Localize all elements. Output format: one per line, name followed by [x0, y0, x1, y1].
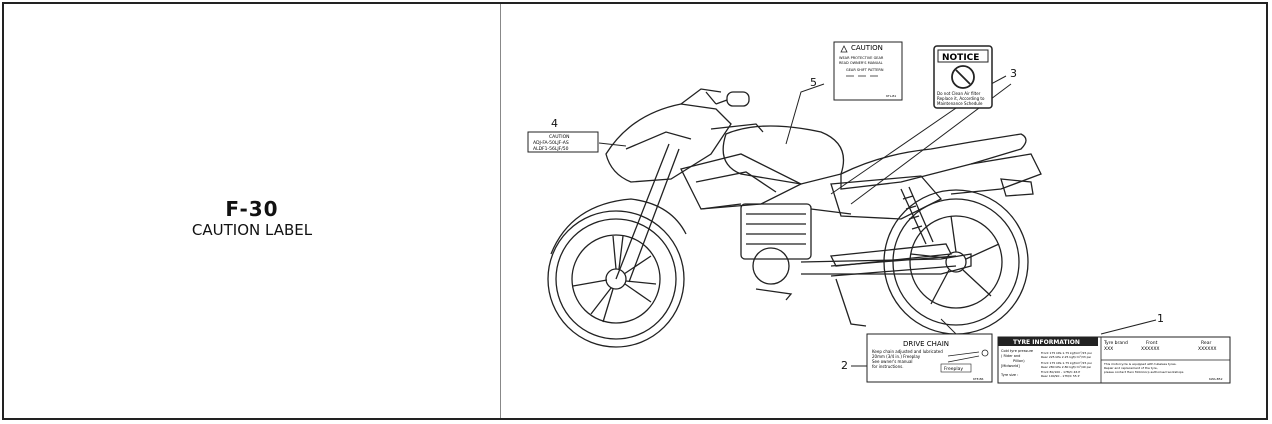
- leader-lines: [598, 75, 1157, 367]
- callout-5: 5: [810, 76, 817, 89]
- tyre-front-label: Front: [1146, 340, 1158, 346]
- tyre-brand-label: Tyre brand: [1103, 340, 1128, 346]
- tyre-code: KWA-B52: [1209, 377, 1223, 381]
- notice-text1: Do not Clean Air filter: [937, 91, 981, 96]
- figure-title: CAUTION LABEL: [191, 221, 313, 239]
- tyre-midworld: [Midworld]: [1001, 364, 1020, 368]
- tyre-brand: XXX: [1104, 346, 1113, 352]
- tyre-rear-psi: Rear 225 kPa 2.25 kgf/cm²/33 psi: [1041, 355, 1091, 359]
- figure-caption-panel: F-30 CAUTION LABEL: [4, 4, 501, 418]
- callout-1: 1: [1157, 312, 1164, 325]
- notice-header: NOTICE: [942, 53, 979, 63]
- prohibition-icon: [951, 65, 975, 89]
- caution-line2: READ OWNER'S MANUAL: [839, 61, 883, 65]
- chain-icon: [947, 351, 980, 363]
- drive-chain-line3: See owner's manual: [872, 359, 913, 364]
- gear-shift-pattern: GEAR SHIFT PATTERN: [846, 68, 884, 72]
- tyre-rear-psi2: Rear 280 kPa 2.80 kgf/cm²/40 psi: [1041, 365, 1091, 369]
- caution-code: 6TL-B1: [886, 94, 896, 98]
- callout-2: 2: [841, 359, 848, 372]
- callout-3: 3: [1010, 67, 1017, 80]
- callout-4: 4: [551, 117, 558, 130]
- freeplay-label: Freeplay: [944, 366, 963, 372]
- fork-line1: CAUTION: [549, 134, 570, 140]
- tyre-cold: Cold tyre pressure: [1001, 349, 1033, 353]
- drive-chain-label: DRIVE CHAIN Keep chain adjusted and lubr…: [866, 333, 993, 383]
- caution-label: CAUTION WEAR PROTECTIVE GEAR READ OWNER'…: [833, 41, 903, 101]
- tyre-rear-size: Rear 100/90 - 17M/C 55 P: [1041, 374, 1080, 378]
- tyre-title: TYRE INFORMATION: [1013, 339, 1080, 346]
- tyre-pillion: Pillion): [1013, 359, 1025, 363]
- fork-line2: ADJ-FA-50LJF-AS: [533, 140, 569, 146]
- motorcycle-drawing: [547, 88, 1042, 348]
- tyre-note2: Repair and replacement of the tyre,: [1104, 366, 1158, 370]
- fork-caution-label: CAUTION ADJ-FA-50LJF-AS ALDF1-56LJF/50: [527, 131, 599, 153]
- tyre-note3: please contact Hero MotoCorp authorised …: [1104, 370, 1184, 374]
- notice-text3: Maintenance Schedule: [937, 101, 983, 106]
- notice-text2: Replace it, According to: [937, 96, 985, 101]
- motorcycle-diagram: 1 2 3 4 5 CAUTION WEAR PROTECTIVE GEAR R…: [527, 41, 1231, 384]
- tyre-rider: ( Rider and: [1001, 354, 1020, 358]
- drive-chain-line2: 20mm (3/4 in.) Freeplay: [872, 354, 921, 359]
- tyre-rear: XXXXXX: [1198, 346, 1217, 352]
- notice-label: NOTICE Do not Clean Air filter Replace i…: [933, 45, 993, 109]
- drive-chain-code: KTE-B6: [973, 377, 983, 381]
- tyre-note1: This motorcycle is equipped with tubeles…: [1103, 362, 1177, 366]
- figure-id: F-30: [225, 197, 279, 221]
- tyre-front-psi: Front 175 kPa 1.75 kgf/cm²/25 psi: [1041, 351, 1092, 355]
- caution-line1: WEAR PROTECTIVE GEAR: [839, 56, 884, 60]
- drive-chain-title: DRIVE CHAIN: [903, 340, 949, 348]
- tyre-size-label: Tyre size :: [1000, 373, 1018, 377]
- tyre-rear-label: Rear: [1201, 340, 1211, 346]
- tyre-front-psi2: Front 175 kPa 1.75 kgf/cm²/25 psi: [1041, 361, 1092, 365]
- tyre-front-size: Front 80/100 - 17M/C 46 P: [1041, 370, 1080, 374]
- tyre-information-label: TYRE INFORMATION Tyre brand Front Rear X…: [997, 336, 1231, 384]
- tyre-front: XXXXXX: [1141, 346, 1160, 352]
- fork-line3: ALDF1-56LJF/50: [533, 146, 569, 152]
- drive-chain-line1: Keep chain adjusted and lubricated: [872, 349, 943, 354]
- drive-chain-line4: for instructions.: [872, 364, 903, 369]
- warning-icon: [840, 45, 848, 53]
- diagram-panel: 1 2 3 4 5 CAUTION WEAR PROTECTIVE GEAR R…: [501, 4, 1264, 418]
- caution-header: CAUTION: [851, 44, 883, 52]
